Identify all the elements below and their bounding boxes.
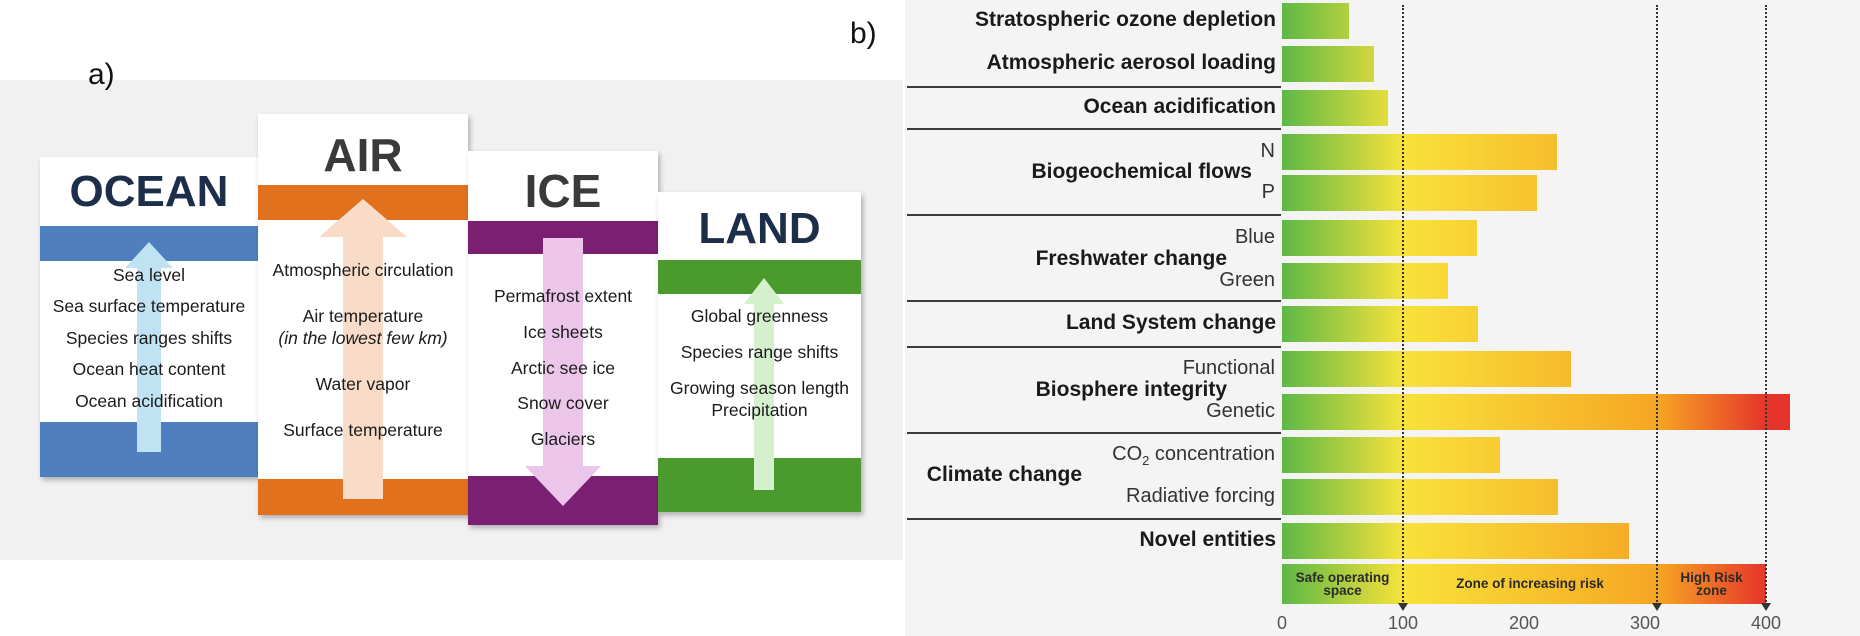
zone-label-line: Safe operating xyxy=(1295,570,1390,585)
bar xyxy=(1282,263,1448,299)
air-item: Surface temperature xyxy=(283,420,443,440)
sub-label: Genetic xyxy=(1206,400,1275,422)
ice-down-arrow-icon xyxy=(525,238,601,506)
sub-label: CO2 concentration xyxy=(1112,443,1275,468)
ocean-item: Sea level xyxy=(113,265,185,285)
ice-item: Ice sheets xyxy=(523,322,603,342)
land-item: Species range shifts xyxy=(680,342,839,362)
zone-label-line: space xyxy=(1323,583,1362,598)
sub-label: P xyxy=(1261,181,1275,203)
ocean-item: Ocean heat content xyxy=(72,359,226,379)
ocean-item: Species ranges shifts xyxy=(65,328,233,348)
threshold-line xyxy=(1765,5,1767,605)
bar xyxy=(1282,134,1557,170)
x-tick-label: 0 xyxy=(1276,613,1288,633)
air-up-arrow-icon xyxy=(319,199,407,499)
air-item-note: (in the lowest few km) xyxy=(278,328,448,348)
category-label: Stratospheric ozone depletion xyxy=(974,8,1276,31)
sub-label: Blue xyxy=(1234,226,1275,248)
land-item: Growing season length xyxy=(670,378,849,398)
bar xyxy=(1282,437,1500,473)
sub-label: Radiative forcing xyxy=(1126,485,1275,507)
air-item: Water vapor xyxy=(315,374,411,394)
threshold-arrow-icon xyxy=(1761,603,1771,611)
ocean-up-arrow-icon xyxy=(125,242,173,452)
bar xyxy=(1282,306,1479,342)
zone-label-line: High Risk xyxy=(1680,570,1743,585)
category-separator xyxy=(907,86,1281,88)
category-separator xyxy=(907,346,1281,348)
bar xyxy=(1282,479,1558,515)
threshold-arrow-icon xyxy=(1398,603,1408,611)
zone-label: Zone of increasing risk xyxy=(1403,576,1657,591)
air-item: Atmospheric circulation xyxy=(272,260,454,280)
sub-label: Green xyxy=(1219,269,1275,291)
threshold-arrow-icon xyxy=(1652,603,1663,611)
bar xyxy=(1282,3,1349,39)
bar xyxy=(1282,220,1477,256)
ice-item: Snow cover xyxy=(517,393,609,413)
category-label: Biogeochemical flows xyxy=(1031,159,1252,183)
ice-item: Glaciers xyxy=(530,429,596,449)
ocean-item: Sea surface temperature xyxy=(52,296,246,316)
category-separator xyxy=(907,128,1281,130)
category-label: Atmospheric aerosol loading xyxy=(986,51,1276,74)
bar xyxy=(1282,46,1374,82)
category-label: Novel entities xyxy=(1139,528,1276,551)
panel-a-letter: a) xyxy=(88,58,115,91)
land-card: LAND Global greenness Species range shif… xyxy=(658,192,861,512)
category-separator xyxy=(907,432,1281,434)
category-label: Climate change xyxy=(926,463,1082,486)
category-label: Biosphere integrity xyxy=(1035,377,1227,401)
ice-item: Permafrost extent xyxy=(493,286,633,306)
zone-label-line: zone xyxy=(1696,583,1727,598)
bar xyxy=(1282,523,1630,559)
ice-item: Arctic see ice xyxy=(510,358,616,378)
bar xyxy=(1282,90,1389,126)
x-tick-label: 300 xyxy=(1629,613,1661,633)
bar xyxy=(1282,351,1572,387)
x-tick-label: 400 xyxy=(1750,613,1782,633)
bar xyxy=(1282,394,1797,430)
ocean-item: Ocean acidification xyxy=(75,391,223,411)
x-tick-label: 100 xyxy=(1387,613,1419,633)
ice-title: ICE xyxy=(524,165,602,217)
zone-label-line: Zone of increasing risk xyxy=(1456,576,1604,591)
bar xyxy=(1282,175,1538,211)
threshold-line xyxy=(1402,5,1404,605)
category-separator xyxy=(907,214,1281,216)
x-tick-label: 200 xyxy=(1508,613,1540,633)
panel-b-letter: b) xyxy=(850,17,877,50)
ice-card: ICE Permafrost extent Ice sheets Arctic … xyxy=(468,151,658,525)
category-separator xyxy=(907,518,1281,520)
land-up-arrow-icon xyxy=(744,278,784,490)
land-item: Global greenness xyxy=(690,306,829,326)
sub-label: Functional xyxy=(1182,357,1275,379)
ocean-card: OCEAN Sea level Sea surface temperature … xyxy=(40,157,258,477)
ocean-title: OCEAN xyxy=(69,167,229,216)
threshold-line xyxy=(1656,5,1659,605)
category-label: Freshwater change xyxy=(1035,246,1227,270)
air-item: Air temperature xyxy=(302,306,424,326)
air-card: AIR Atmospheric circulation Air temperat… xyxy=(258,114,468,515)
land-item: Precipitation xyxy=(711,400,808,420)
category-label: Ocean acidification xyxy=(1083,95,1276,118)
air-title: AIR xyxy=(323,129,403,181)
zone-band xyxy=(1282,564,1766,604)
land-title: LAND xyxy=(698,204,821,253)
sub-label: N xyxy=(1260,140,1275,162)
category-label: Land System change xyxy=(1065,311,1276,334)
category-separator xyxy=(907,300,1281,302)
